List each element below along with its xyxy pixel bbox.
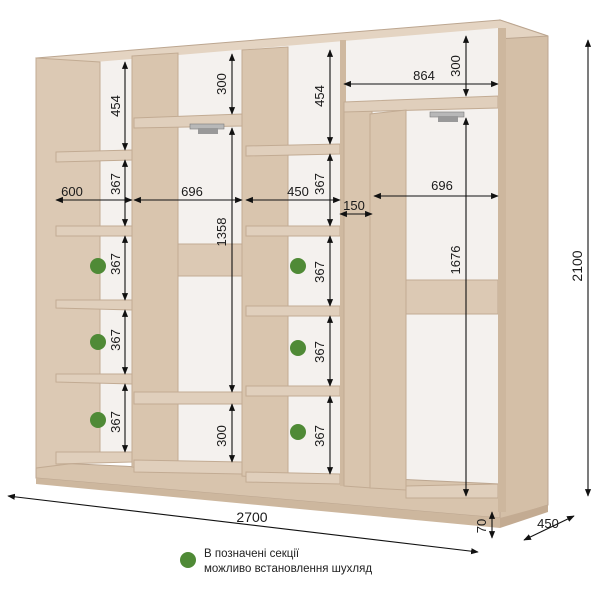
legend-line-1: В позначені секції xyxy=(204,548,300,560)
drawer-markers xyxy=(90,258,306,440)
partition-4 xyxy=(369,109,407,491)
dimension-labels: 454 367 367 367 367 600 300 1358 300 696… xyxy=(61,55,585,533)
dim-sec5-width: 696 xyxy=(431,178,453,193)
dim-sec2-top: 300 xyxy=(214,73,229,95)
section-2 xyxy=(133,113,243,475)
drawer-marker xyxy=(290,258,306,274)
partition-2 xyxy=(241,46,289,481)
dim-sec3-shelf: 367 xyxy=(312,341,327,363)
drawer-marker xyxy=(90,258,106,274)
drawer-marker xyxy=(290,340,306,356)
dim-sec1-width: 600 xyxy=(61,184,83,199)
section-3 xyxy=(245,143,341,485)
legend: В позначені секції можливо встановлення … xyxy=(180,548,372,575)
dim-total-width: 2700 xyxy=(236,509,267,525)
dim-sec3-shelf: 367 xyxy=(312,261,327,283)
dim-sec4-top: 300 xyxy=(448,55,463,77)
hanger-rail-icon xyxy=(429,111,465,122)
side-panel xyxy=(499,19,549,521)
dim-sec3-width: 450 xyxy=(287,184,309,199)
dim-sec3-shelf: 367 xyxy=(312,425,327,447)
dim-sec2-hang: 1358 xyxy=(214,218,229,247)
legend-marker xyxy=(180,552,196,568)
dim-sec1-shelf: 367 xyxy=(108,411,123,433)
legend-line-2: можливо встановлення шухляд xyxy=(204,563,372,575)
dim-total-height: 2100 xyxy=(569,250,585,281)
partition-1 xyxy=(131,52,179,471)
drawer-marker xyxy=(90,334,106,350)
dim-sec3-top: 454 xyxy=(312,85,327,107)
dim-sec1-shelf: 367 xyxy=(108,329,123,351)
drawer-marker xyxy=(290,424,306,440)
dim-plinth: 70 xyxy=(474,519,489,533)
dim-sec4-width: 864 xyxy=(413,68,435,83)
dim-sec2-bottom: 300 xyxy=(214,425,229,447)
left-wall xyxy=(35,57,101,469)
hanger-rail-icon xyxy=(189,123,225,134)
dim-sec1-shelf: 367 xyxy=(108,173,123,195)
dim-sec2-width: 696 xyxy=(181,184,203,199)
dim-gap: 150 xyxy=(343,198,365,213)
dim-sec3-shelf: 367 xyxy=(312,173,327,195)
dim-sec1-shelf: 367 xyxy=(108,253,123,275)
right-wall xyxy=(498,28,506,512)
drawer-marker xyxy=(90,412,106,428)
dim-depth: 450 xyxy=(537,516,559,531)
partition-3b xyxy=(343,103,373,489)
dim-sec1-top: 454 xyxy=(108,95,123,117)
dim-sec5-hang: 1676 xyxy=(448,246,463,275)
dimension-lines xyxy=(7,35,592,555)
